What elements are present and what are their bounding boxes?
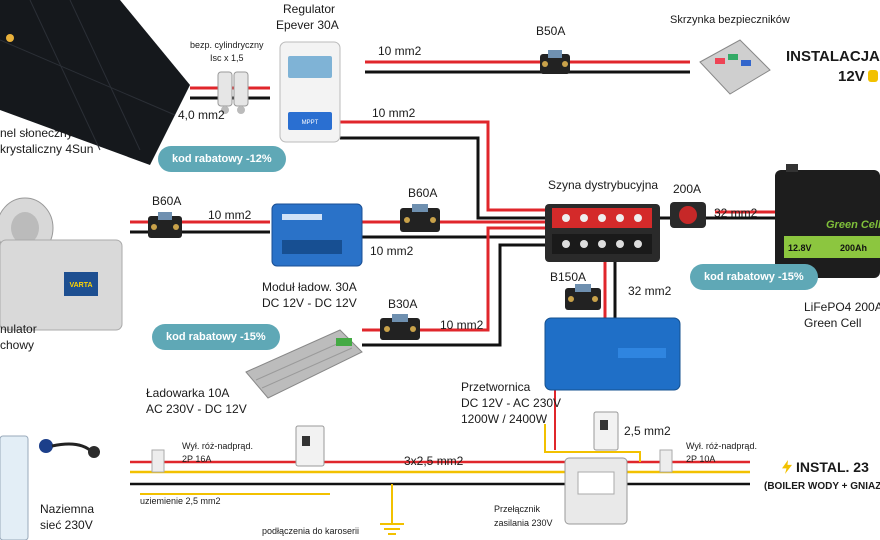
busbar bbox=[545, 204, 660, 262]
shore-label-1: Naziemna bbox=[40, 502, 95, 516]
install230-line1: INSTAL. 23 bbox=[796, 459, 869, 475]
dc-dc-charger bbox=[271, 203, 363, 267]
wire-10mm-charger-label: 10 mm2 bbox=[440, 318, 484, 332]
wire-32mm-inv-label: 32 mm2 bbox=[628, 284, 672, 298]
b30a-label: B30A bbox=[388, 297, 418, 311]
rcd-left-label-2: 2P 16A bbox=[182, 454, 212, 464]
fuse-b150a bbox=[565, 284, 601, 310]
wire-3x25-label: 3x2,5 mm2 bbox=[404, 454, 464, 468]
wire-10mm-mid-label: 10 mm2 bbox=[370, 244, 414, 258]
regulator-screen-text: MPPT bbox=[302, 120, 319, 126]
wire-inv-yellow bbox=[544, 424, 641, 462]
b50a-label: B50A bbox=[536, 24, 566, 38]
wire-chg-red bbox=[362, 226, 545, 332]
shore-power-inlet bbox=[0, 435, 100, 540]
fuse-box bbox=[699, 39, 771, 95]
battery-switch-200a bbox=[670, 202, 706, 228]
wire-4mm-label: 4,0 mm2 bbox=[178, 108, 225, 122]
mppt-regulator: MPPT bbox=[279, 41, 341, 143]
b60a-left-label: B60A bbox=[152, 194, 182, 208]
busbar-title: Szyna dystrybucyjna bbox=[548, 178, 659, 192]
dcdc-label-2: DC 12V - DC 12V bbox=[262, 296, 357, 310]
fusebox-title: Skrzynka bezpieczników bbox=[670, 14, 790, 26]
wire-reg-black bbox=[340, 136, 545, 220]
regulator-title-2: Epever 30A bbox=[276, 18, 339, 32]
charger-label-1: Ładowarka 10A bbox=[146, 386, 230, 400]
rcd-left-label-1: Wył. róż-nadprąd. bbox=[182, 441, 253, 451]
inverter bbox=[544, 317, 681, 391]
switch-200a-label: 200A bbox=[673, 182, 702, 196]
wire-reg-red bbox=[340, 120, 545, 212]
starter-battery: VARTA bbox=[0, 239, 123, 331]
b60a-mid-label: B60A bbox=[408, 186, 438, 200]
lifepo4-battery: Green Cell 12.8V 200Ah bbox=[775, 164, 880, 278]
charger-label-2: AC 230V - DC 12V bbox=[146, 402, 247, 416]
panel-label-1: nel słoneczny bbox=[0, 126, 73, 140]
wire-10mm-top-label: 10 mm2 bbox=[378, 44, 422, 58]
fuse-b60a-mid bbox=[400, 204, 440, 232]
rcd-16a bbox=[151, 425, 325, 473]
install12-line2: 12V bbox=[838, 68, 865, 85]
wire-10mm-alt-label: 10 mm2 bbox=[208, 208, 252, 222]
wire-10mm-reg-label: 10 mm2 bbox=[372, 106, 416, 120]
alternator-label-2: chowy bbox=[0, 338, 35, 352]
solar-panel bbox=[0, 0, 190, 165]
battery-capacity-text: 200Ah bbox=[840, 243, 867, 253]
discount-badge-charger[interactable]: kod rabatowy -15% bbox=[152, 324, 280, 350]
lightning-icon bbox=[782, 460, 792, 474]
inverter-label-1: Przetwornica bbox=[461, 380, 531, 394]
inverter-label-2: DC 12V - AC 230V bbox=[461, 396, 562, 410]
varta-logo: VARTA bbox=[69, 282, 92, 289]
wire-32mm-batt-label: 32 mm2 bbox=[714, 206, 758, 220]
discount-badge-12[interactable]: kod rabatowy -12% bbox=[158, 146, 286, 172]
install230-line2: (BOILER WODY + GNIAZD bbox=[764, 481, 880, 492]
install12-line1: INSTALACJA bbox=[786, 48, 880, 65]
panel-label-2: krystaliczny 4Sun bbox=[0, 142, 94, 156]
earth-label: uziemienie 2,5 mm2 bbox=[140, 496, 221, 506]
fuse-b50a bbox=[540, 50, 570, 74]
rcd-right-label-1: Wył. róż-nadprąd. bbox=[686, 441, 757, 451]
alternator-label-1: nulator bbox=[0, 322, 37, 336]
lifepo4-label-1: LiFePO4 200A bbox=[804, 300, 880, 314]
battery-voltage-text: 12.8V bbox=[788, 243, 812, 253]
transfer-switch bbox=[564, 457, 628, 525]
lifepo4-label-2: Green Cell bbox=[804, 316, 862, 330]
regulator-title-1: Regulator bbox=[283, 2, 336, 16]
discount-badge-battery[interactable]: kod rabatowy -15% bbox=[690, 264, 818, 290]
battery-logo-text: Green Cell bbox=[826, 219, 880, 231]
switch-label-2: zasilania 230V bbox=[494, 518, 553, 528]
wire-chg-black bbox=[362, 243, 545, 347]
cylinder-fuse-holder bbox=[217, 71, 249, 114]
fuse-b30a bbox=[380, 314, 420, 340]
dcdc-label-1: Moduł ładow. 30A bbox=[262, 280, 357, 294]
rcd-right-label-2: 2P 10A bbox=[686, 454, 716, 464]
hand-icon bbox=[868, 70, 878, 82]
fuse-b60a-left bbox=[148, 212, 182, 238]
rcd-inverter-output bbox=[593, 411, 673, 473]
inverter-label-3: 1200W / 2400W bbox=[461, 412, 548, 426]
fuse-holder-label-1: bezp. cylindryczny bbox=[190, 40, 264, 50]
switch-label-1: Przełącznik bbox=[494, 504, 541, 514]
ac-charger bbox=[245, 329, 363, 399]
wire-25mm-label: 2,5 mm2 bbox=[624, 424, 671, 438]
fuse-holder-label-2: Isc x 1,5 bbox=[210, 53, 244, 63]
b150a-label: B150A bbox=[550, 270, 587, 284]
shore-label-2: sieć 230V bbox=[40, 518, 93, 532]
chassis-label: podłączenia do karoserii bbox=[262, 526, 360, 536]
